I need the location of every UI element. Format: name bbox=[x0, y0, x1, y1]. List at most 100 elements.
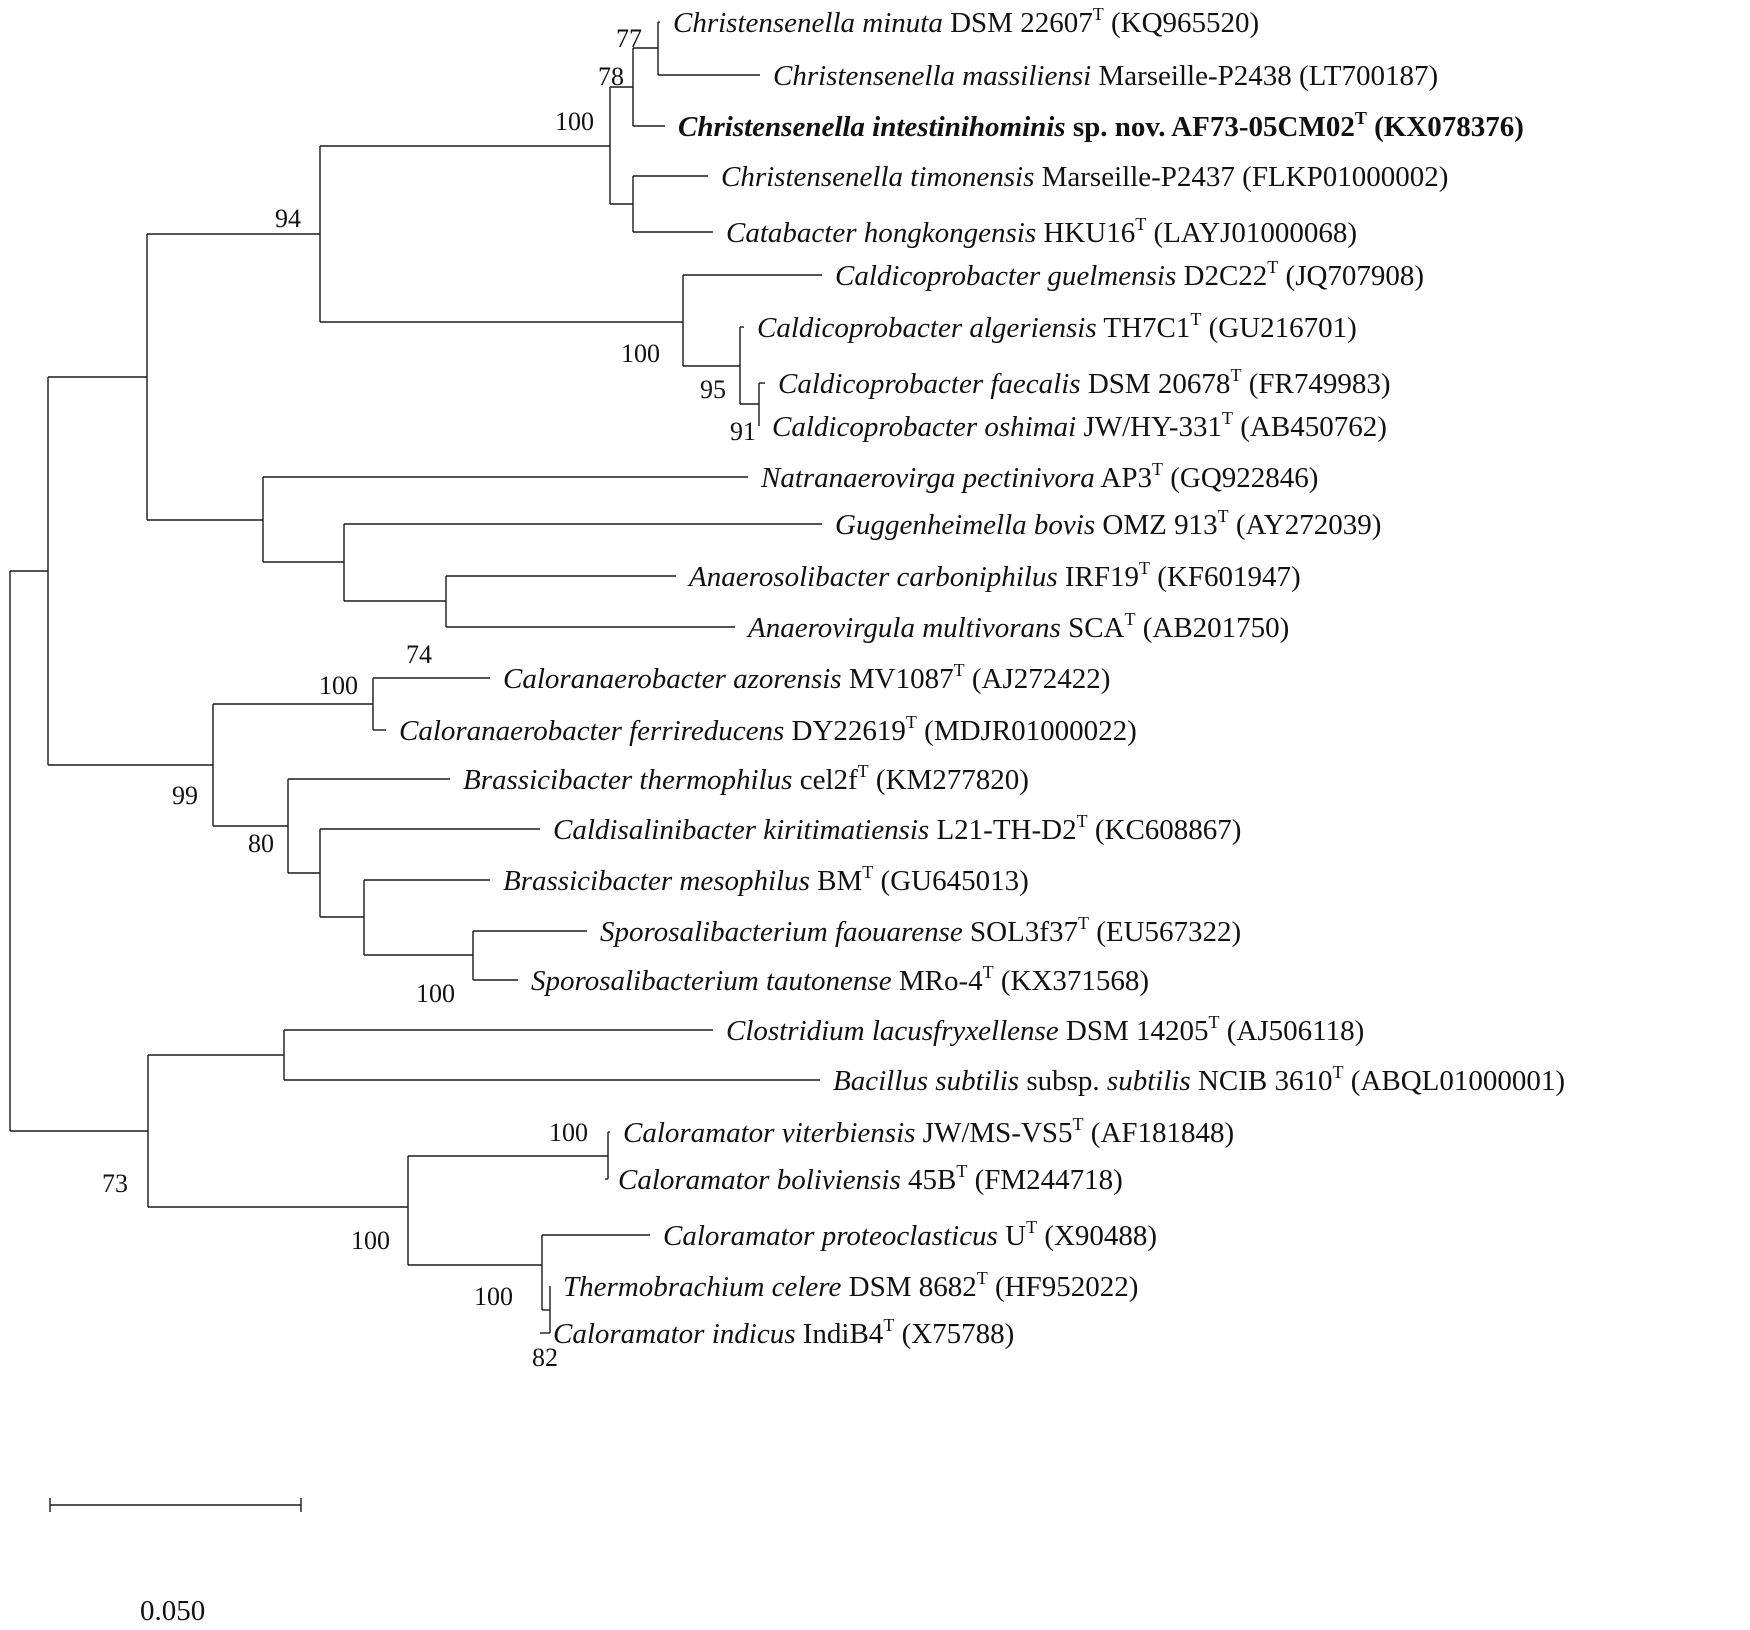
taxon-label: Anaerovirgula multivorans SCAT (AB201750… bbox=[746, 609, 1289, 644]
taxon-accession: (KF601947) bbox=[1150, 561, 1301, 593]
taxon-label: Caloramator proteoclasticus UT (X90488) bbox=[663, 1217, 1157, 1252]
taxon-accession: (X90488) bbox=[1037, 1220, 1157, 1252]
type-strain-mark: T bbox=[1152, 459, 1163, 479]
taxon-species-name: Caloramator indicus bbox=[553, 1318, 796, 1350]
taxon-accession: (KQ965520) bbox=[1104, 7, 1259, 39]
taxon-species-name: Natranaerovirga pectinivora bbox=[760, 462, 1095, 494]
taxon-label: Caloranaerobacter azorensis MV1087T (AJ2… bbox=[503, 660, 1110, 695]
taxon-species-name: Catabacter hongkongensis bbox=[726, 217, 1036, 249]
type-strain-mark: T bbox=[1093, 4, 1104, 24]
taxon-strain: cel2f bbox=[792, 764, 858, 796]
type-strain-mark: T bbox=[983, 962, 994, 982]
taxon-label: Caldisalinibacter kiritimatiensis L21-TH… bbox=[553, 811, 1241, 846]
bootstrap-value: 94 bbox=[275, 204, 301, 233]
taxon-accession: (FM244718) bbox=[967, 1164, 1122, 1196]
taxon-accession: (LT700187) bbox=[1292, 60, 1438, 92]
taxon-species-name: Christensenella massiliensi bbox=[773, 60, 1091, 92]
taxon-accession: (AY272039) bbox=[1229, 509, 1382, 541]
taxon-label: Brassicibacter thermophilus cel2fT (KM27… bbox=[463, 761, 1029, 796]
taxon-strain: DSM 20678 bbox=[1081, 368, 1231, 400]
taxon-label: Caloramator boliviensis 45BT (FM244718) bbox=[618, 1161, 1123, 1196]
bootstrap-value: 78 bbox=[598, 62, 624, 91]
taxon-species-name: Anaerosolibacter carboniphilus bbox=[687, 561, 1058, 593]
taxon-accession: (EU567322) bbox=[1089, 916, 1241, 948]
type-strain-mark: T bbox=[1209, 1012, 1220, 1032]
taxon-strain: DSM 22607 bbox=[943, 7, 1093, 39]
type-strain-mark: T bbox=[956, 1161, 967, 1181]
taxon-strain: U bbox=[998, 1220, 1026, 1252]
taxon-accession: (GU645013) bbox=[873, 865, 1028, 897]
taxon-strain: L21-TH-D2 bbox=[929, 814, 1076, 846]
taxon-accession: (GQ922846) bbox=[1163, 462, 1318, 494]
type-strain-mark: T bbox=[1135, 214, 1146, 234]
taxon-strain: SCA bbox=[1061, 612, 1125, 644]
taxon-strain: IRF19 bbox=[1058, 561, 1139, 593]
taxon-labels: Christensenella minuta DSM 22607T (KQ965… bbox=[399, 4, 1565, 1350]
taxon-species-name: Caloranaerobacter azorensis bbox=[503, 663, 842, 695]
taxon-label: Clostridium lacusfryxellense DSM 14205T … bbox=[726, 1012, 1364, 1047]
taxon-accession: (ABQL01000001) bbox=[1344, 1065, 1566, 1097]
taxon-accession: (MDJR01000022) bbox=[917, 715, 1137, 747]
taxon-label: Anaerosolibacter carboniphilus IRF19T (K… bbox=[687, 558, 1301, 593]
tree-branches bbox=[9, 21, 822, 1334]
type-strain-mark: T bbox=[1218, 506, 1229, 526]
taxon-species-name: Christensenella minuta bbox=[673, 7, 943, 39]
taxon-label: Christensenella minuta DSM 22607T (KQ965… bbox=[673, 4, 1259, 39]
taxon-label: Natranaerovirga pectinivora AP3T (GQ9228… bbox=[760, 459, 1318, 494]
taxon-strain: sp. nov. AF73-05CM02 bbox=[1066, 111, 1355, 143]
type-strain-mark: T bbox=[1139, 558, 1150, 578]
taxon-strain: MV1087 bbox=[842, 663, 954, 695]
taxon-strain: TH7C1 bbox=[1097, 312, 1191, 344]
taxon-strain: AP3 bbox=[1095, 462, 1152, 494]
type-strain-mark: T bbox=[1078, 913, 1089, 933]
taxon-label: Sporosalibacterium tautonense MRo-4T (KX… bbox=[531, 962, 1149, 997]
taxon-accession: (AF181848) bbox=[1084, 1117, 1235, 1149]
type-strain-mark: T bbox=[1333, 1062, 1344, 1082]
taxon-label: Catabacter hongkongensis HKU16T (LAYJ010… bbox=[726, 214, 1357, 249]
taxon-strain: DSM 8682 bbox=[841, 1271, 976, 1303]
taxon-accession: (X75788) bbox=[894, 1318, 1014, 1350]
type-strain-mark: T bbox=[1124, 609, 1135, 629]
taxon-species-name: Anaerovirgula multivorans bbox=[746, 612, 1061, 644]
taxon-species-name: Christensenella intestinihominis bbox=[678, 111, 1066, 143]
bootstrap-value: 100 bbox=[319, 671, 358, 700]
taxon-species-name: Brassicibacter thermophilus bbox=[463, 764, 792, 796]
taxon-accession: (KX371568) bbox=[994, 965, 1149, 997]
taxon-species-name: Caloranaerobacter ferrireducens bbox=[399, 715, 784, 747]
taxon-strain: BM bbox=[810, 865, 862, 897]
type-strain-mark: T bbox=[1267, 257, 1278, 277]
taxon-species-name: Caldicoprobacter algeriensis bbox=[757, 312, 1097, 344]
taxon-accession: (HF952022) bbox=[988, 1271, 1139, 1303]
taxon-label: Christensenella timonensis Marseille-P24… bbox=[721, 161, 1448, 193]
taxon-strain: JW/HY-331 bbox=[1076, 411, 1222, 443]
bootstrap-value: 73 bbox=[102, 1169, 128, 1198]
taxon-label: Caldicoprobacter faecalis DSM 20678T (FR… bbox=[778, 365, 1390, 400]
type-strain-mark: T bbox=[1222, 408, 1233, 428]
type-strain-mark: T bbox=[1190, 309, 1201, 329]
taxon-strain: D2C22 bbox=[1176, 260, 1267, 292]
type-strain-mark: T bbox=[883, 1315, 894, 1335]
bootstrap-value: 100 bbox=[555, 107, 594, 136]
taxon-species-name: Bacillus subtilis bbox=[833, 1065, 1019, 1097]
taxon-strain: MRo-4 bbox=[892, 965, 984, 997]
bootstrap-value: 74 bbox=[406, 640, 432, 669]
taxon-label: Bacillus subtilis subsp. subtilis NCIB 3… bbox=[833, 1062, 1565, 1097]
taxon-accession: (GU216701) bbox=[1201, 312, 1356, 344]
taxon-species-name: Clostridium lacusfryxellense bbox=[726, 1015, 1059, 1047]
taxon-strain: subsp. bbox=[1019, 1065, 1100, 1097]
taxon-label: Caldicoprobacter oshimai JW/HY-331T (AB4… bbox=[772, 408, 1387, 443]
taxon-label: Caloramator viterbiensis JW/MS-VS5T (AF1… bbox=[623, 1114, 1234, 1149]
taxon-species-name: Caldicoprobacter oshimai bbox=[772, 411, 1076, 443]
taxon-species-name: Caloramator proteoclasticus bbox=[663, 1220, 998, 1252]
scale-bar: 0.050 bbox=[49, 1498, 302, 1627]
bootstrap-value: 80 bbox=[248, 829, 274, 858]
taxon-accession: (AJ506118) bbox=[1220, 1015, 1365, 1047]
bootstrap-value: 100 bbox=[474, 1282, 513, 1311]
bootstrap-value: 91 bbox=[730, 417, 756, 446]
taxon-species-name: Caldicoprobacter faecalis bbox=[778, 368, 1081, 400]
bootstrap-value: 77 bbox=[616, 24, 642, 53]
taxon-subspecies: subtilis bbox=[1100, 1065, 1191, 1097]
taxon-strain: SOL3f37 bbox=[963, 916, 1078, 948]
taxon-species-name: Caloramator viterbiensis bbox=[623, 1117, 915, 1149]
